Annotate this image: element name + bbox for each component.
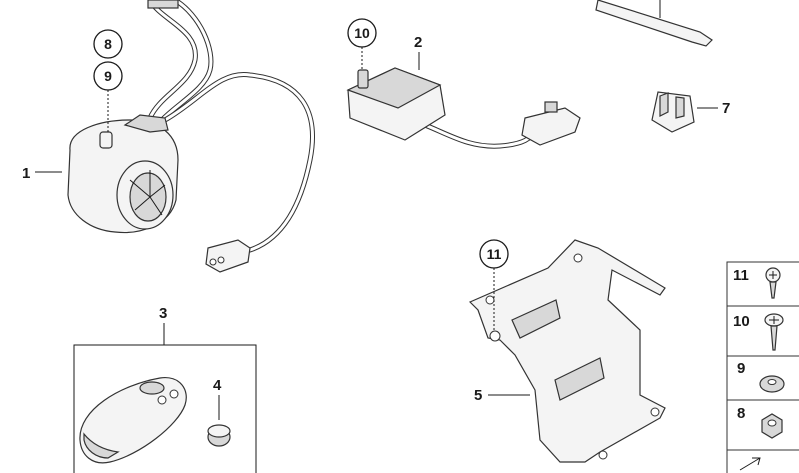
callout-5: 5 bbox=[474, 387, 530, 404]
svg-text:8: 8 bbox=[104, 36, 112, 52]
svg-text:9: 9 bbox=[737, 360, 745, 377]
battery-part bbox=[207, 424, 231, 447]
svg-text:9: 9 bbox=[104, 68, 112, 84]
hw-cell-bottom bbox=[726, 449, 799, 473]
svg-text:4: 4 bbox=[213, 377, 222, 394]
nut-8-icon bbox=[761, 413, 783, 439]
svg-text:10: 10 bbox=[354, 25, 370, 41]
siren-assembly bbox=[67, 0, 315, 273]
callout-2: 2 bbox=[414, 34, 422, 70]
washer-9-icon bbox=[759, 375, 785, 393]
callout-9: 9 bbox=[93, 61, 123, 132]
svg-text:1: 1 bbox=[22, 165, 30, 182]
hw-cell-10 bbox=[726, 305, 799, 357]
svg-text:5: 5 bbox=[474, 387, 482, 404]
callout-7: 7 bbox=[697, 100, 730, 117]
screw-11-icon bbox=[765, 267, 781, 299]
callout-3: 3 bbox=[159, 305, 167, 345]
svg-text:7: 7 bbox=[722, 100, 730, 117]
callout-8: 8 bbox=[93, 29, 123, 59]
svg-text:11: 11 bbox=[733, 267, 749, 284]
svg-text:10: 10 bbox=[733, 313, 750, 330]
mounting-bracket bbox=[468, 239, 666, 463]
callout-11-bracket: 11 bbox=[479, 239, 509, 330]
clip-part bbox=[651, 91, 695, 133]
callout-1: 1 bbox=[22, 165, 62, 182]
svg-text:2: 2 bbox=[414, 34, 422, 51]
module-assembly bbox=[346, 67, 581, 149]
svg-text:8: 8 bbox=[737, 405, 745, 422]
arrow-icon bbox=[739, 457, 761, 471]
hw-cell-11 bbox=[726, 261, 799, 307]
screw-10-icon bbox=[764, 313, 784, 351]
hardware-panel: 11 10 9 8 bbox=[726, 261, 799, 473]
callout-4: 4 bbox=[213, 377, 222, 420]
cable-tie bbox=[595, 0, 713, 47]
svg-text:3: 3 bbox=[159, 305, 167, 322]
svg-text:11: 11 bbox=[487, 246, 502, 262]
remote-key bbox=[79, 377, 187, 464]
callout-10-top: 10 bbox=[347, 18, 377, 70]
